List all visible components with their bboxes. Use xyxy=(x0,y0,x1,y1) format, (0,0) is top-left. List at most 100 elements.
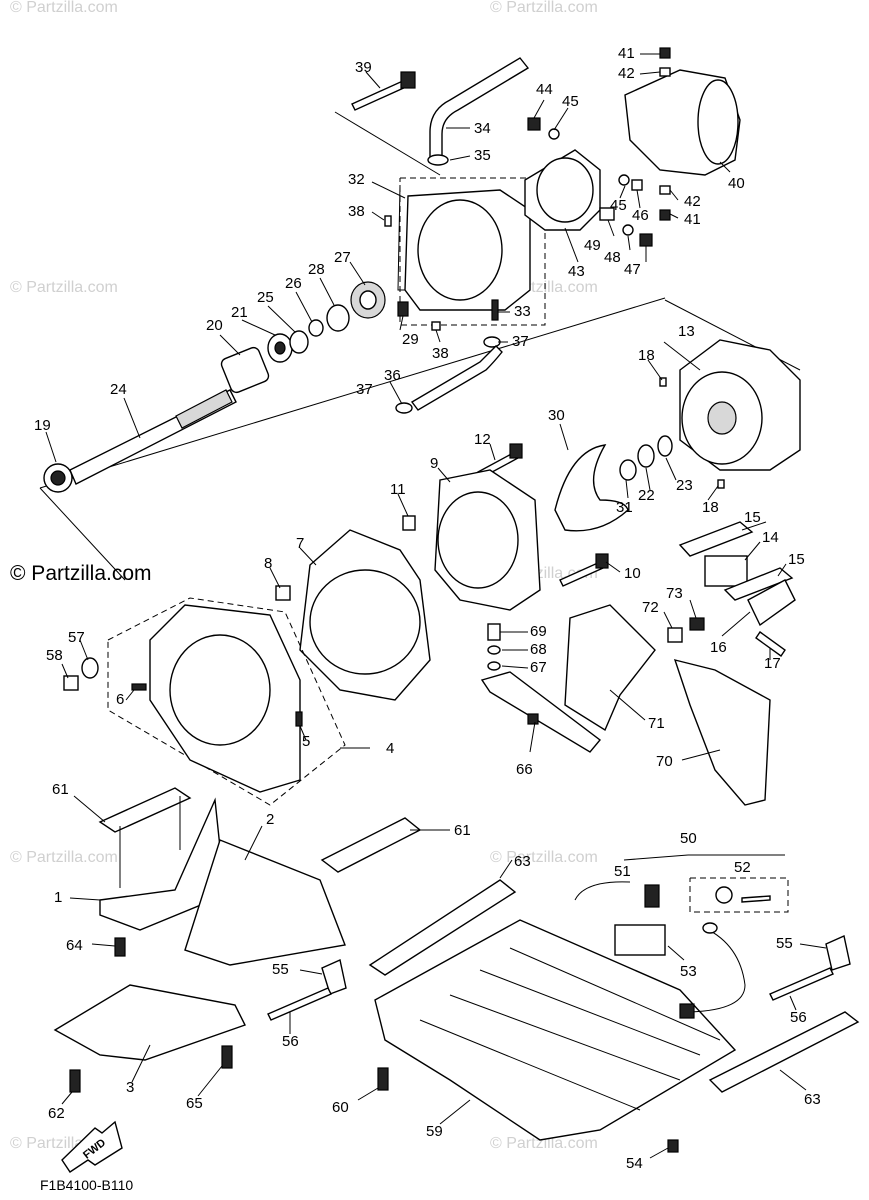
callout-10: 10 xyxy=(624,565,641,582)
pin-18-lower xyxy=(717,479,725,489)
callout-32: 32 xyxy=(348,171,365,188)
callout-45-lower: 45 xyxy=(610,197,627,214)
sensor-50 xyxy=(614,924,666,956)
spacer-31 xyxy=(619,459,637,481)
callout-64: 64 xyxy=(66,937,83,954)
washer-68 xyxy=(487,645,501,655)
callout-27: 27 xyxy=(334,249,351,266)
callout-45-upper: 45 xyxy=(562,93,579,110)
seal-25 xyxy=(289,330,309,354)
grommet-72 xyxy=(667,627,683,643)
assembly-frame-lines xyxy=(39,111,801,581)
watermark-top-left: © Partzilla.com xyxy=(10,0,118,16)
callout-19: 19 xyxy=(34,417,51,434)
upper-assembly xyxy=(43,47,741,493)
copyright-notice: © Partzilla.com xyxy=(10,562,152,585)
bolt-73 xyxy=(689,617,705,631)
callout-39: 39 xyxy=(355,59,372,76)
frame-upper-diagonal xyxy=(39,297,666,489)
callout-49: 49 xyxy=(584,237,601,254)
callout-2: 2 xyxy=(266,811,274,828)
callout-63-upper: 63 xyxy=(514,853,531,870)
watermark-top-right: © Partzilla.com xyxy=(490,0,598,16)
callout-52: 52 xyxy=(734,859,751,876)
bolt-39 xyxy=(351,79,409,111)
callout-72: 72 xyxy=(642,599,659,616)
diagram-code: F1B4100-B110 xyxy=(40,1177,133,1193)
collar-42-lower xyxy=(659,185,671,195)
watermark-lower-right: © Partzilla.com xyxy=(490,849,598,866)
callout-12: 12 xyxy=(474,431,491,448)
bearing-21-inner xyxy=(274,341,286,355)
bar-63-lower xyxy=(708,1011,860,1093)
bolt-41-upper xyxy=(659,47,671,59)
callout-34: 34 xyxy=(474,120,491,137)
callout-41-lower: 41 xyxy=(684,211,701,228)
frame-left-diagonal xyxy=(39,487,126,581)
callout-59: 59 xyxy=(426,1123,443,1140)
bolt-10-head xyxy=(595,553,609,569)
housing-7-bore xyxy=(309,569,421,675)
callout-51: 51 xyxy=(614,863,631,880)
kit-52-dashed-box xyxy=(689,877,789,913)
callout-61-left: 61 xyxy=(52,781,69,798)
nozzle-43-bore xyxy=(536,157,594,223)
callout-5: 5 xyxy=(302,733,310,750)
bracket-3 xyxy=(53,984,246,1061)
stud-5 xyxy=(295,711,303,727)
bracket-71 xyxy=(564,604,656,732)
gasket-15-upper xyxy=(678,521,754,557)
pin-38-upper xyxy=(384,215,392,227)
watermark-upper-left: © Partzilla.com xyxy=(10,279,118,296)
callout-28: 28 xyxy=(308,261,325,278)
bolt-39-head xyxy=(400,71,416,89)
watermark-lower-left: © Partzilla.com xyxy=(10,849,118,866)
callout-55-right: 55 xyxy=(776,935,793,952)
bolt-56-left xyxy=(267,987,332,1021)
callout-50: 50 xyxy=(680,830,697,847)
grommet-53 xyxy=(702,922,718,934)
pin-8 xyxy=(275,585,291,601)
housing-32-bore xyxy=(417,199,503,301)
callout-7: 7 xyxy=(296,535,304,552)
stud-33 xyxy=(491,299,499,321)
callout-53: 53 xyxy=(680,963,697,980)
cover-16 xyxy=(747,579,796,627)
hose-34 xyxy=(429,57,530,159)
callout-11: 11 xyxy=(390,481,406,498)
callout-43: 43 xyxy=(568,263,585,280)
ramp-2 xyxy=(184,839,346,966)
callout-20: 20 xyxy=(206,317,223,334)
lower-leader-lines xyxy=(119,796,785,888)
washer-45-upper xyxy=(548,128,560,140)
callout-24: 24 xyxy=(110,381,127,398)
callout-31: 31 xyxy=(616,499,633,516)
clamp-37-right xyxy=(483,336,501,348)
callout-3: 3 xyxy=(126,1079,134,1096)
impeller-30 xyxy=(554,444,629,532)
callout-17: 17 xyxy=(764,655,781,672)
callout-14: 14 xyxy=(762,529,779,546)
middle-assembly xyxy=(63,339,801,806)
sensor-connector xyxy=(679,1003,695,1019)
clip-55-right xyxy=(825,935,851,971)
bolt-56-right xyxy=(769,967,834,1001)
intake-housing-4-bore xyxy=(169,634,271,746)
o-ring-28 xyxy=(326,304,350,332)
callout-61-right: 61 xyxy=(454,822,471,839)
pin-18-upper xyxy=(659,377,667,387)
intake-dashed-outline xyxy=(107,597,346,806)
callout-66: 66 xyxy=(516,761,533,778)
fwd-arrow: FWD xyxy=(61,1120,123,1173)
bolt-39-leader xyxy=(334,111,441,176)
callout-25: 25 xyxy=(257,289,274,306)
intake-grate-59-bars xyxy=(419,947,721,1111)
clamp-35 xyxy=(427,154,449,166)
callout-42-lower: 42 xyxy=(684,193,701,210)
callout-70: 70 xyxy=(656,753,673,770)
callout-1: 1 xyxy=(54,889,62,906)
washer-45-lower xyxy=(618,174,630,186)
plate-66-tab xyxy=(527,713,539,725)
bolt-69 xyxy=(487,623,501,641)
callout-30: 30 xyxy=(548,407,565,424)
